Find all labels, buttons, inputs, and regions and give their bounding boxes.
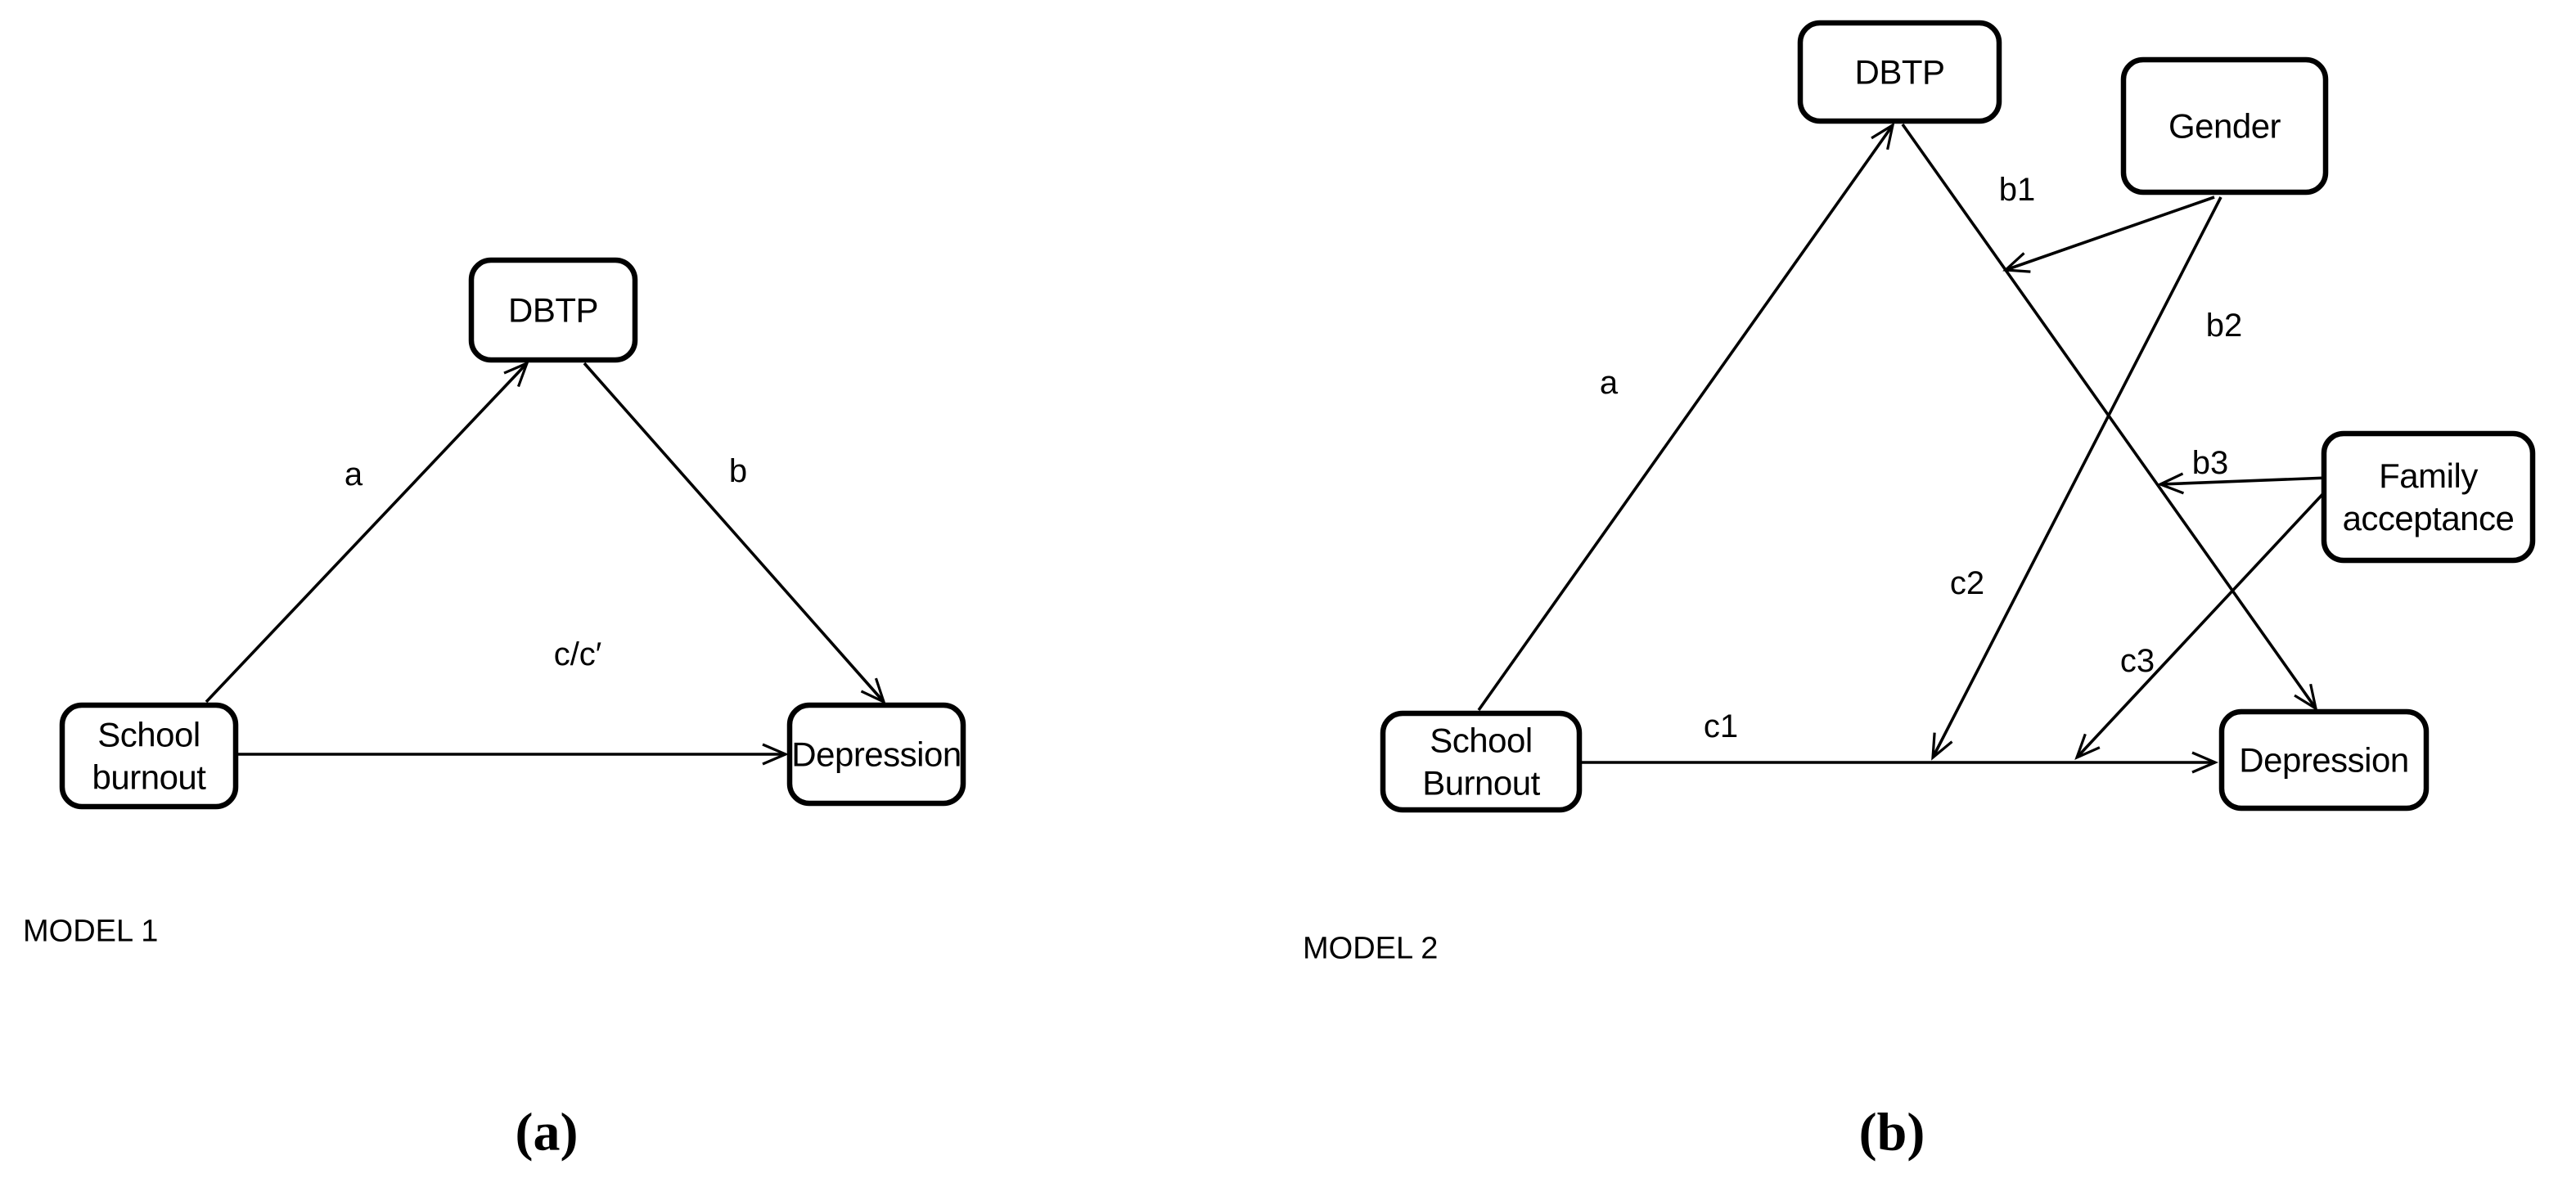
node-box-dbtp	[468, 257, 638, 363]
path-label-c: c/c′	[554, 636, 602, 672]
path-label-b3: b3	[2192, 445, 2229, 481]
edge-c3-arrow	[2074, 487, 2330, 760]
model1-caption: (a)	[516, 1103, 579, 1162]
path-label-a: a	[1600, 365, 1619, 401]
model1-title: MODEL 1	[23, 914, 158, 948]
edge-a-arrow	[205, 361, 529, 704]
node-box-school-burnout	[59, 702, 239, 810]
model2-caption: (b)	[1859, 1103, 1925, 1162]
path-label-c2: c2	[1950, 565, 1984, 601]
node-label-gender: Gender	[2168, 107, 2281, 146]
edge-b1-arrow	[2002, 196, 2215, 273]
path-label-b2: b2	[2206, 308, 2243, 344]
path-label-c3: c3	[2120, 643, 2155, 679]
node-box-school-burnout	[1380, 710, 1583, 813]
node-label-depression: Depression	[791, 735, 961, 774]
path-label-b1: b1	[1999, 172, 2036, 208]
node-box-depression	[786, 702, 966, 807]
node-gender: Gender	[2120, 56, 2329, 196]
model2-title: MODEL 2	[1303, 931, 1438, 965]
node-dbtp: DBTP	[1797, 20, 2002, 124]
path-label-c1: c1	[1704, 708, 1738, 744]
node-depression: Depression	[786, 702, 966, 807]
node-box-depression	[2218, 708, 2430, 812]
node-label-dbtp: DBTP	[1854, 53, 1944, 92]
node-box-gender	[2120, 56, 2329, 196]
node-label-dbtp: DBTP	[508, 291, 598, 330]
edge-b3-arrow	[2156, 472, 2329, 495]
node-depression: Depression	[2218, 708, 2430, 812]
node-box-dbtp	[1797, 20, 2002, 124]
edge-b-arrow	[583, 362, 886, 705]
edge-b2-c2-arrow	[1931, 196, 2222, 761]
path-label-b: b	[729, 453, 747, 489]
path-label-a: a	[345, 456, 363, 492]
node-label-depression: Depression	[2239, 741, 2408, 780]
node-box-family-acceptance	[2321, 430, 2536, 564]
edge-a-arrow	[1477, 122, 1895, 712]
node-dbtp: DBTP	[468, 257, 638, 363]
